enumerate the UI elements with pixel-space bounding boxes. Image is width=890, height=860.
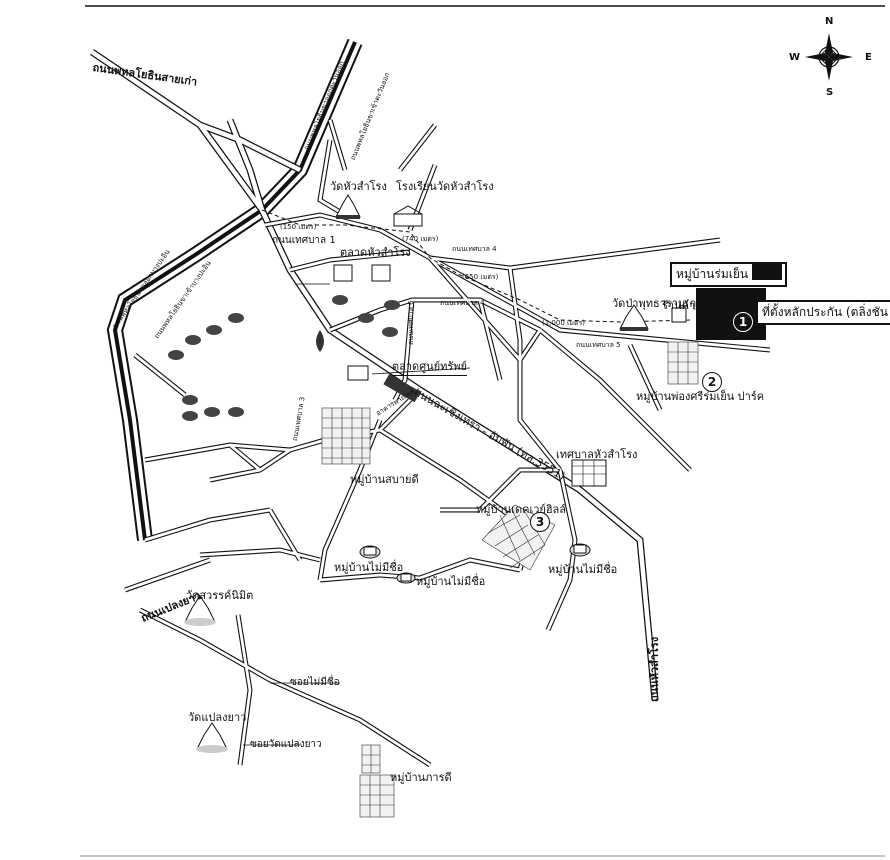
place-label: หมู่บ้านไม่มีชื่อ [416,575,486,588]
distance-label: (650 เมตร) [462,273,499,281]
house-icon [371,264,391,282]
place-label: ตลาดหัวสำโรง [340,246,411,259]
place-label: วัดป่าพุทธาราม(กุฎิ) [612,297,708,310]
distance-label: (1,000 เมตร) [542,319,586,327]
place-label: หมู่บ้านภารดี [390,771,452,784]
marker-2: 2 [702,372,722,392]
marker-1: 1 [733,312,753,332]
leader-lines [243,283,766,746]
compass-west: W [789,52,801,63]
place-label: หมู่บ้านพ่องศรีร่มเย็น ปาร์ค [636,390,765,403]
place-label: วัดสวรรค์นิมิต [186,589,254,602]
road-label: ถนนเทศบาล 1 [272,235,336,246]
place-label: หมู่บ้านสบายดี [350,473,419,486]
house-icon [333,264,353,282]
road-label: ซอยไม่มีชื่อ [290,677,340,688]
road-label: ถนนเทศบาล 6 [407,300,415,345]
place-label: วัดแปลงยาว [188,711,247,724]
road-label: ถนนหัวสำโรง [648,636,661,702]
temple-icon [184,595,216,626]
place-label: โรงเรียนวัดหัวสำโรง [396,180,494,193]
road-label: ถนนเทศบาล 5 [576,341,621,349]
market-icon [347,365,369,381]
road-label: ถนนเทศบาล 4 [452,245,497,253]
label-shade [752,264,782,280]
road-label: ถนนเทศบาล 4 [440,299,485,307]
place-label-boxed: ที่ตั้งหลักประกัน (ตลิ่งชัน ขยาย) [756,300,890,325]
village-grids [321,341,699,818]
place-label: เทศบาลหัวสำโรง [556,448,638,461]
temple-icon [196,722,228,753]
compass-north: N [825,16,834,27]
temple-icon [619,304,649,331]
temple-icon [335,194,361,219]
pond-icon [316,330,324,352]
village-icon [569,543,591,557]
municipality-icon [571,459,607,487]
distance-label: (740 เมตร) [402,235,439,243]
shophouse-icon [383,373,421,403]
shop-icon [671,307,687,323]
distance-label: (150 เมตร) [280,223,317,231]
road-label: ซอยวัดแปลงยาว [250,739,322,750]
place-label: วัดหัวสำโรง [330,180,387,193]
village-icon [359,545,381,559]
place-label: ตลาดศูนย์ทรัพย์ [392,357,468,376]
place-label: ร้านค้า [662,299,696,312]
building-icon [184,194,687,753]
school-icon [393,205,423,227]
secondary-roads [124,119,771,768]
place-label: หมู่บ้านไม่มีชื่อ [334,561,404,574]
marker-3: 3 [530,512,550,532]
route-dashed [261,209,691,323]
compass-east: E [865,52,872,63]
compass-south: S [826,87,834,98]
place-label: หมู่บ้านไม่มีชื่อ [548,563,618,576]
village-icon [396,572,416,584]
compass-icon [805,33,853,81]
collateral-block [696,288,766,340]
highway [106,38,363,541]
tree-icon [168,295,400,421]
place-label: หมู่บ้านเดคเวย์ฮิลล์ [476,503,567,516]
